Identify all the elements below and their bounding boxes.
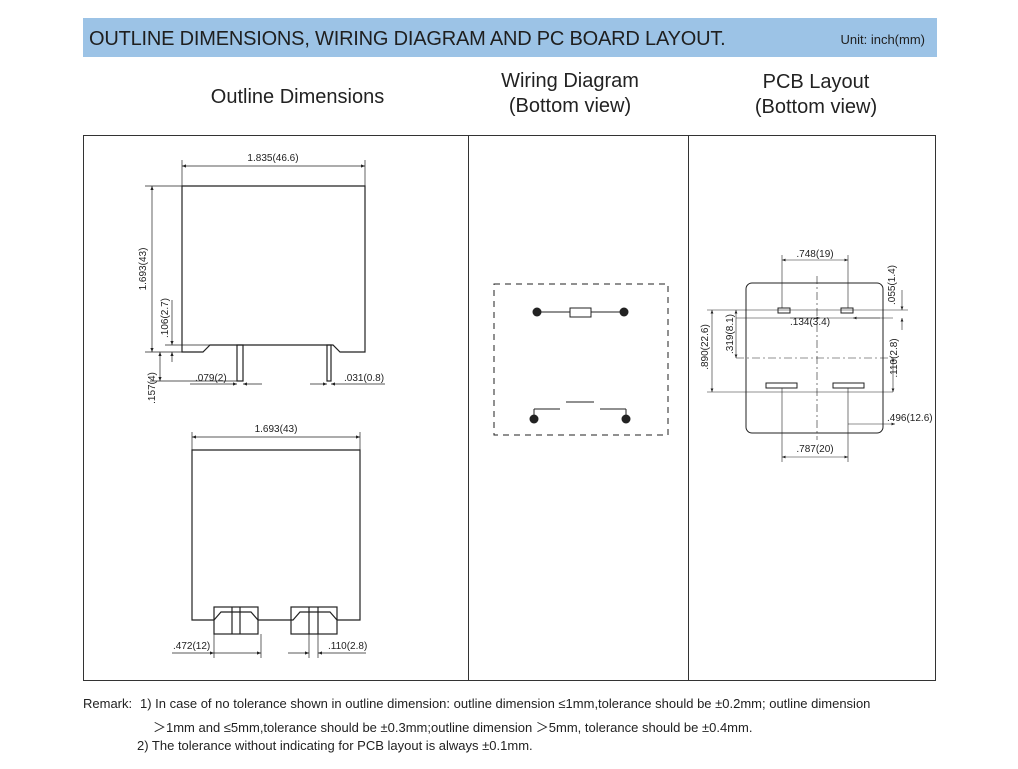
outline-bottom-view — [191, 449, 361, 635]
outline-heading: Outline Dimensions — [210, 86, 385, 108]
pcb-dim-top: .748(19) — [796, 249, 833, 260]
dim-tab-width: .110(2.8) — [328, 641, 367, 652]
outline-side-dims — [145, 160, 385, 386]
pcb-dims — [707, 255, 908, 462]
coil-terminal-right — [619, 307, 629, 317]
outline-side-view — [181, 185, 366, 382]
pcb-dim-right-top: .055(1.4) — [887, 265, 898, 305]
column-divider-2 — [688, 135, 689, 681]
contact-terminal-left — [529, 414, 539, 424]
pcb-centerlines — [736, 276, 896, 440]
column-divider-1 — [468, 135, 469, 681]
dim-pin-width: .031(0.8) — [344, 373, 384, 384]
pcb-layout — [745, 282, 884, 434]
remark-label: Remark: — [83, 696, 133, 711]
pcb-dim-slot-gap: .134(3.4) — [790, 317, 830, 328]
drawing-frame — [83, 135, 936, 681]
remark-line-2: ＞1mm and ≤5mm,tolerance should be ±0.3mm… — [153, 720, 753, 735]
dim-pin-offset: .079(2) — [195, 373, 227, 384]
remark-line-1: 1) In case of no tolerance shown in outl… — [140, 696, 871, 711]
unit-label: Unit: inch(mm) — [840, 32, 925, 47]
pcb-dim-bottom: .787(20) — [796, 444, 833, 455]
dim-tab-spacing: .472(12) — [173, 641, 210, 652]
outline-bottom-dims — [172, 432, 366, 658]
wiring-diagram — [493, 283, 669, 436]
pcb-dim-left-inner: .319(8.1) — [725, 314, 736, 354]
dim-bottom-width: 1.693(43) — [255, 424, 298, 435]
wiring-terminals — [529, 307, 631, 424]
coil-terminal-left — [532, 307, 542, 317]
dim-shoulder: .106(2.7) — [160, 298, 171, 338]
page-title: OUTLINE DIMENSIONS, WIRING DIAGRAM AND P… — [89, 28, 726, 50]
pcb-heading: PCB Layout (Bottom view) — [754, 71, 878, 118]
pcb-dim-left-outer: .890(22.6) — [700, 324, 711, 370]
remark-line-3: 2) The tolerance without indicating for … — [137, 738, 533, 753]
wiring-heading: Wiring Diagram (Bottom view) — [501, 70, 639, 117]
pcb-dim-right-mid: .110(2.8) — [889, 338, 900, 377]
dim-top-width: 1.835(46.6) — [247, 153, 298, 164]
pcb-dim-right-low: .496(12.6) — [887, 413, 933, 424]
header-banner: OUTLINE DIMENSIONS, WIRING DIAGRAM AND P… — [83, 18, 937, 57]
contact-terminal-right — [621, 414, 631, 424]
dim-pin-length: .157(4) — [147, 372, 158, 404]
dim-height: 1.693(43) — [138, 248, 149, 291]
